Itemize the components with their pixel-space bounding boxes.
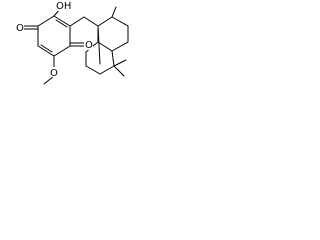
bond-c1-c2 (37, 15, 55, 27)
methoxy-oxygen-label: O (50, 68, 58, 79)
bond-gem-junction (111, 50, 115, 67)
quinone-oxygen-left-label: O (16, 23, 24, 34)
quinone-carbonyls (23, 25, 85, 47)
bond-o-methyl (43, 75, 55, 85)
quinone-oxygen-right-label: O (85, 40, 93, 51)
chemical-structure-diagram: OH O O O (15, 0, 129, 85)
bond-gem-methyl-a (113, 59, 127, 67)
bond-c2-c3-double (55, 19, 68, 28)
bond-c-upper-right (111, 16, 129, 27)
bond-junction-q (97, 41, 113, 52)
bond-c-upper-methyl (111, 6, 117, 18)
bond-gem-methyl-b (113, 65, 125, 77)
quinone-ring (37, 15, 71, 57)
bond-bridge (97, 25, 101, 65)
bond-c2-c3 (53, 15, 71, 27)
bond-right-junction (111, 41, 129, 52)
decalin-system (85, 6, 129, 77)
bond-ch2-quaternary (83, 16, 99, 27)
bond-c5-c6 (37, 45, 55, 57)
bond-c4-c5 (53, 45, 71, 57)
bond-bottom-gem (99, 65, 115, 75)
bond-c3-ch2 (69, 16, 85, 27)
bond-q-c-upper (97, 16, 113, 27)
bond-lower-left-bottom (85, 65, 101, 75)
bond-c5-c6-double (40, 44, 53, 53)
hydroxyl-label: OH (56, 1, 71, 12)
